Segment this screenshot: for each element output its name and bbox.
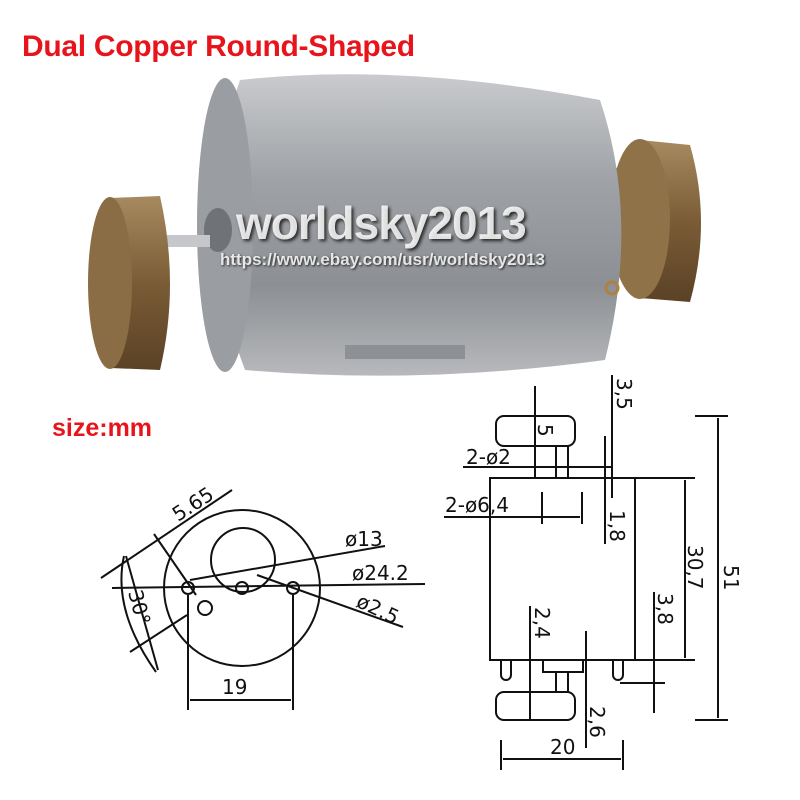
dim-51: 51 bbox=[719, 565, 743, 590]
product-title: Dual Copper Round-Shaped bbox=[22, 30, 415, 63]
dim-2-6: 2,6 bbox=[585, 706, 609, 738]
right-copper-weight bbox=[610, 139, 701, 302]
watermark-name: worldsky2013 bbox=[236, 197, 527, 249]
dim-1-8: 1,8 bbox=[605, 510, 629, 542]
dim-5: 5 bbox=[533, 424, 557, 437]
dim-d13: ø13 bbox=[345, 527, 383, 551]
watermark-url: https://www.ebay.com/usr/worldsky2013 bbox=[220, 250, 545, 269]
dim-2-d2: 2-ø2 bbox=[466, 445, 511, 469]
left-copper-weight bbox=[88, 196, 210, 370]
dim-3-8: 3,8 bbox=[653, 593, 677, 625]
dim-20: 20 bbox=[550, 735, 575, 759]
dim-2-d6-4: 2-ø6,4 bbox=[445, 493, 509, 517]
dim-30-7: 30,7 bbox=[683, 545, 707, 590]
dim-19: 19 bbox=[222, 675, 247, 699]
dim-2-4: 2,4 bbox=[530, 607, 554, 639]
dim-d24-2: ø24.2 bbox=[352, 561, 409, 585]
units-label: size:mm bbox=[52, 414, 153, 442]
dim-3-5: 3,5 bbox=[612, 378, 636, 410]
motor-body bbox=[197, 74, 622, 376]
